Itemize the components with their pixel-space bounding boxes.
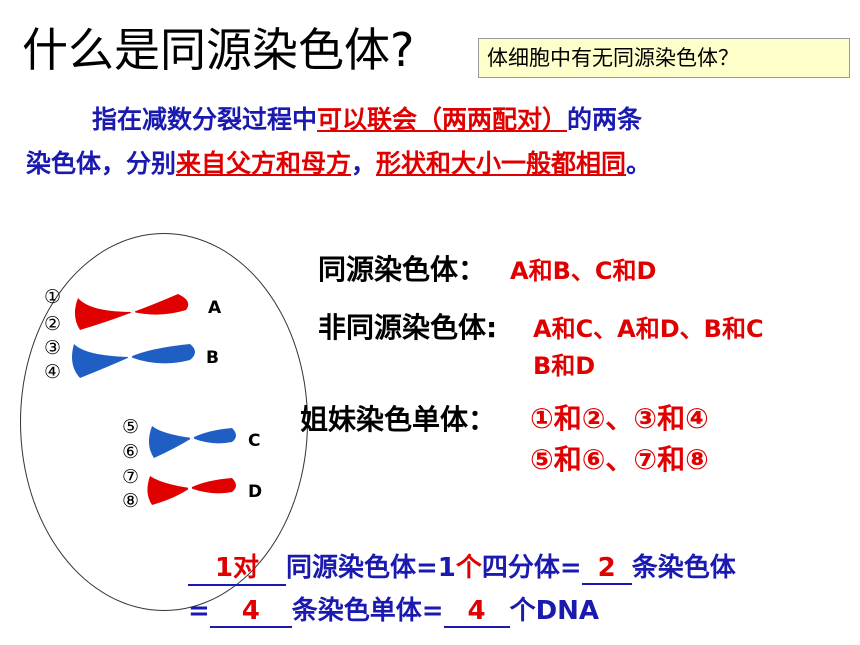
summary-text: 个 xyxy=(455,553,482,583)
chromosome-label-c: C xyxy=(248,431,261,451)
sister-chromatid-label: 姐妹染色单体： xyxy=(300,403,497,436)
chromatid-number: ④ xyxy=(44,361,62,383)
summary-blank: 4 xyxy=(443,596,510,628)
page-title: 什么是同源染色体? xyxy=(22,23,415,77)
summary-blank: 4 xyxy=(209,596,292,628)
centromere-b xyxy=(127,354,133,360)
chromosome-d-shape xyxy=(147,476,236,505)
definition-line-1: 指在减数分裂过程中可以联会（两两配对）的两条 xyxy=(92,100,642,136)
summary-text: 条染色体 xyxy=(631,553,736,583)
chromatid-number: ② xyxy=(44,313,62,335)
definition-text: 。 xyxy=(626,149,652,178)
chromosome-label-b: B xyxy=(206,348,219,368)
homologous-value: A和B、C和D xyxy=(510,257,657,285)
definition-text: 指在减数分裂过程中 xyxy=(92,105,318,134)
definition-highlight: 来自父方和母方 xyxy=(176,149,352,178)
non-homologous-value-2: B和D xyxy=(533,352,596,380)
definition-text: 的两条 xyxy=(567,105,643,134)
question-box: 体细胞中有无同源染色体？ xyxy=(478,38,850,78)
summary-blank: 1对 xyxy=(188,547,286,586)
summary-text: 四分体= xyxy=(481,553,582,583)
centromere-c xyxy=(190,436,194,440)
chromosome-label-d: D xyxy=(248,482,263,502)
chromosome-c xyxy=(148,426,236,458)
centromere-a xyxy=(130,309,136,315)
chromatid-number: ① xyxy=(44,286,62,308)
non-homologous-label: 非同源染色体: xyxy=(318,311,498,344)
cell-circle xyxy=(20,233,308,611)
definition-highlight: 形状和大小一般都相同 xyxy=(376,149,627,178)
definition-line-2: 染色体，分别来自父方和母方，形状和大小一般都相同。 xyxy=(26,144,651,180)
sister-chromatid-value-2: ⑤和⑥、⑦和⑧ xyxy=(530,443,709,476)
non-homologous-value-1: A和C、A和D、B和C xyxy=(533,315,764,343)
summary-text: 同源染色体=1 xyxy=(286,553,456,583)
chromosome-label-a: A xyxy=(208,298,222,318)
summary-text: = xyxy=(188,596,210,626)
sister-chromatid-value-1: ①和②、③和④ xyxy=(530,402,709,435)
chromatid-number: ⑧ xyxy=(122,490,140,512)
summary-text: 个DNA xyxy=(509,596,600,626)
chromatid-number: ⑦ xyxy=(122,466,140,488)
chromosome-a xyxy=(74,294,189,330)
chromosome-b-shape xyxy=(72,344,195,378)
definition-highlight: 可以联会（两两配对） xyxy=(317,105,568,134)
homologous-label: 同源染色体： xyxy=(318,253,487,286)
chromatid-number: ③ xyxy=(44,337,62,359)
summary-text: 条染色单体= xyxy=(291,596,444,626)
centromere-d xyxy=(188,486,192,490)
chromatid-number: ⑥ xyxy=(122,441,140,463)
chromatid-number: ⑤ xyxy=(122,416,140,438)
summary-blank: 2 xyxy=(581,553,632,585)
definition-text: ， xyxy=(351,149,377,178)
definition-text: 染色体，分别 xyxy=(26,149,177,178)
chromosome-c-shape xyxy=(148,426,236,458)
chromosome-b xyxy=(72,344,195,378)
chromosome-d xyxy=(147,476,236,505)
